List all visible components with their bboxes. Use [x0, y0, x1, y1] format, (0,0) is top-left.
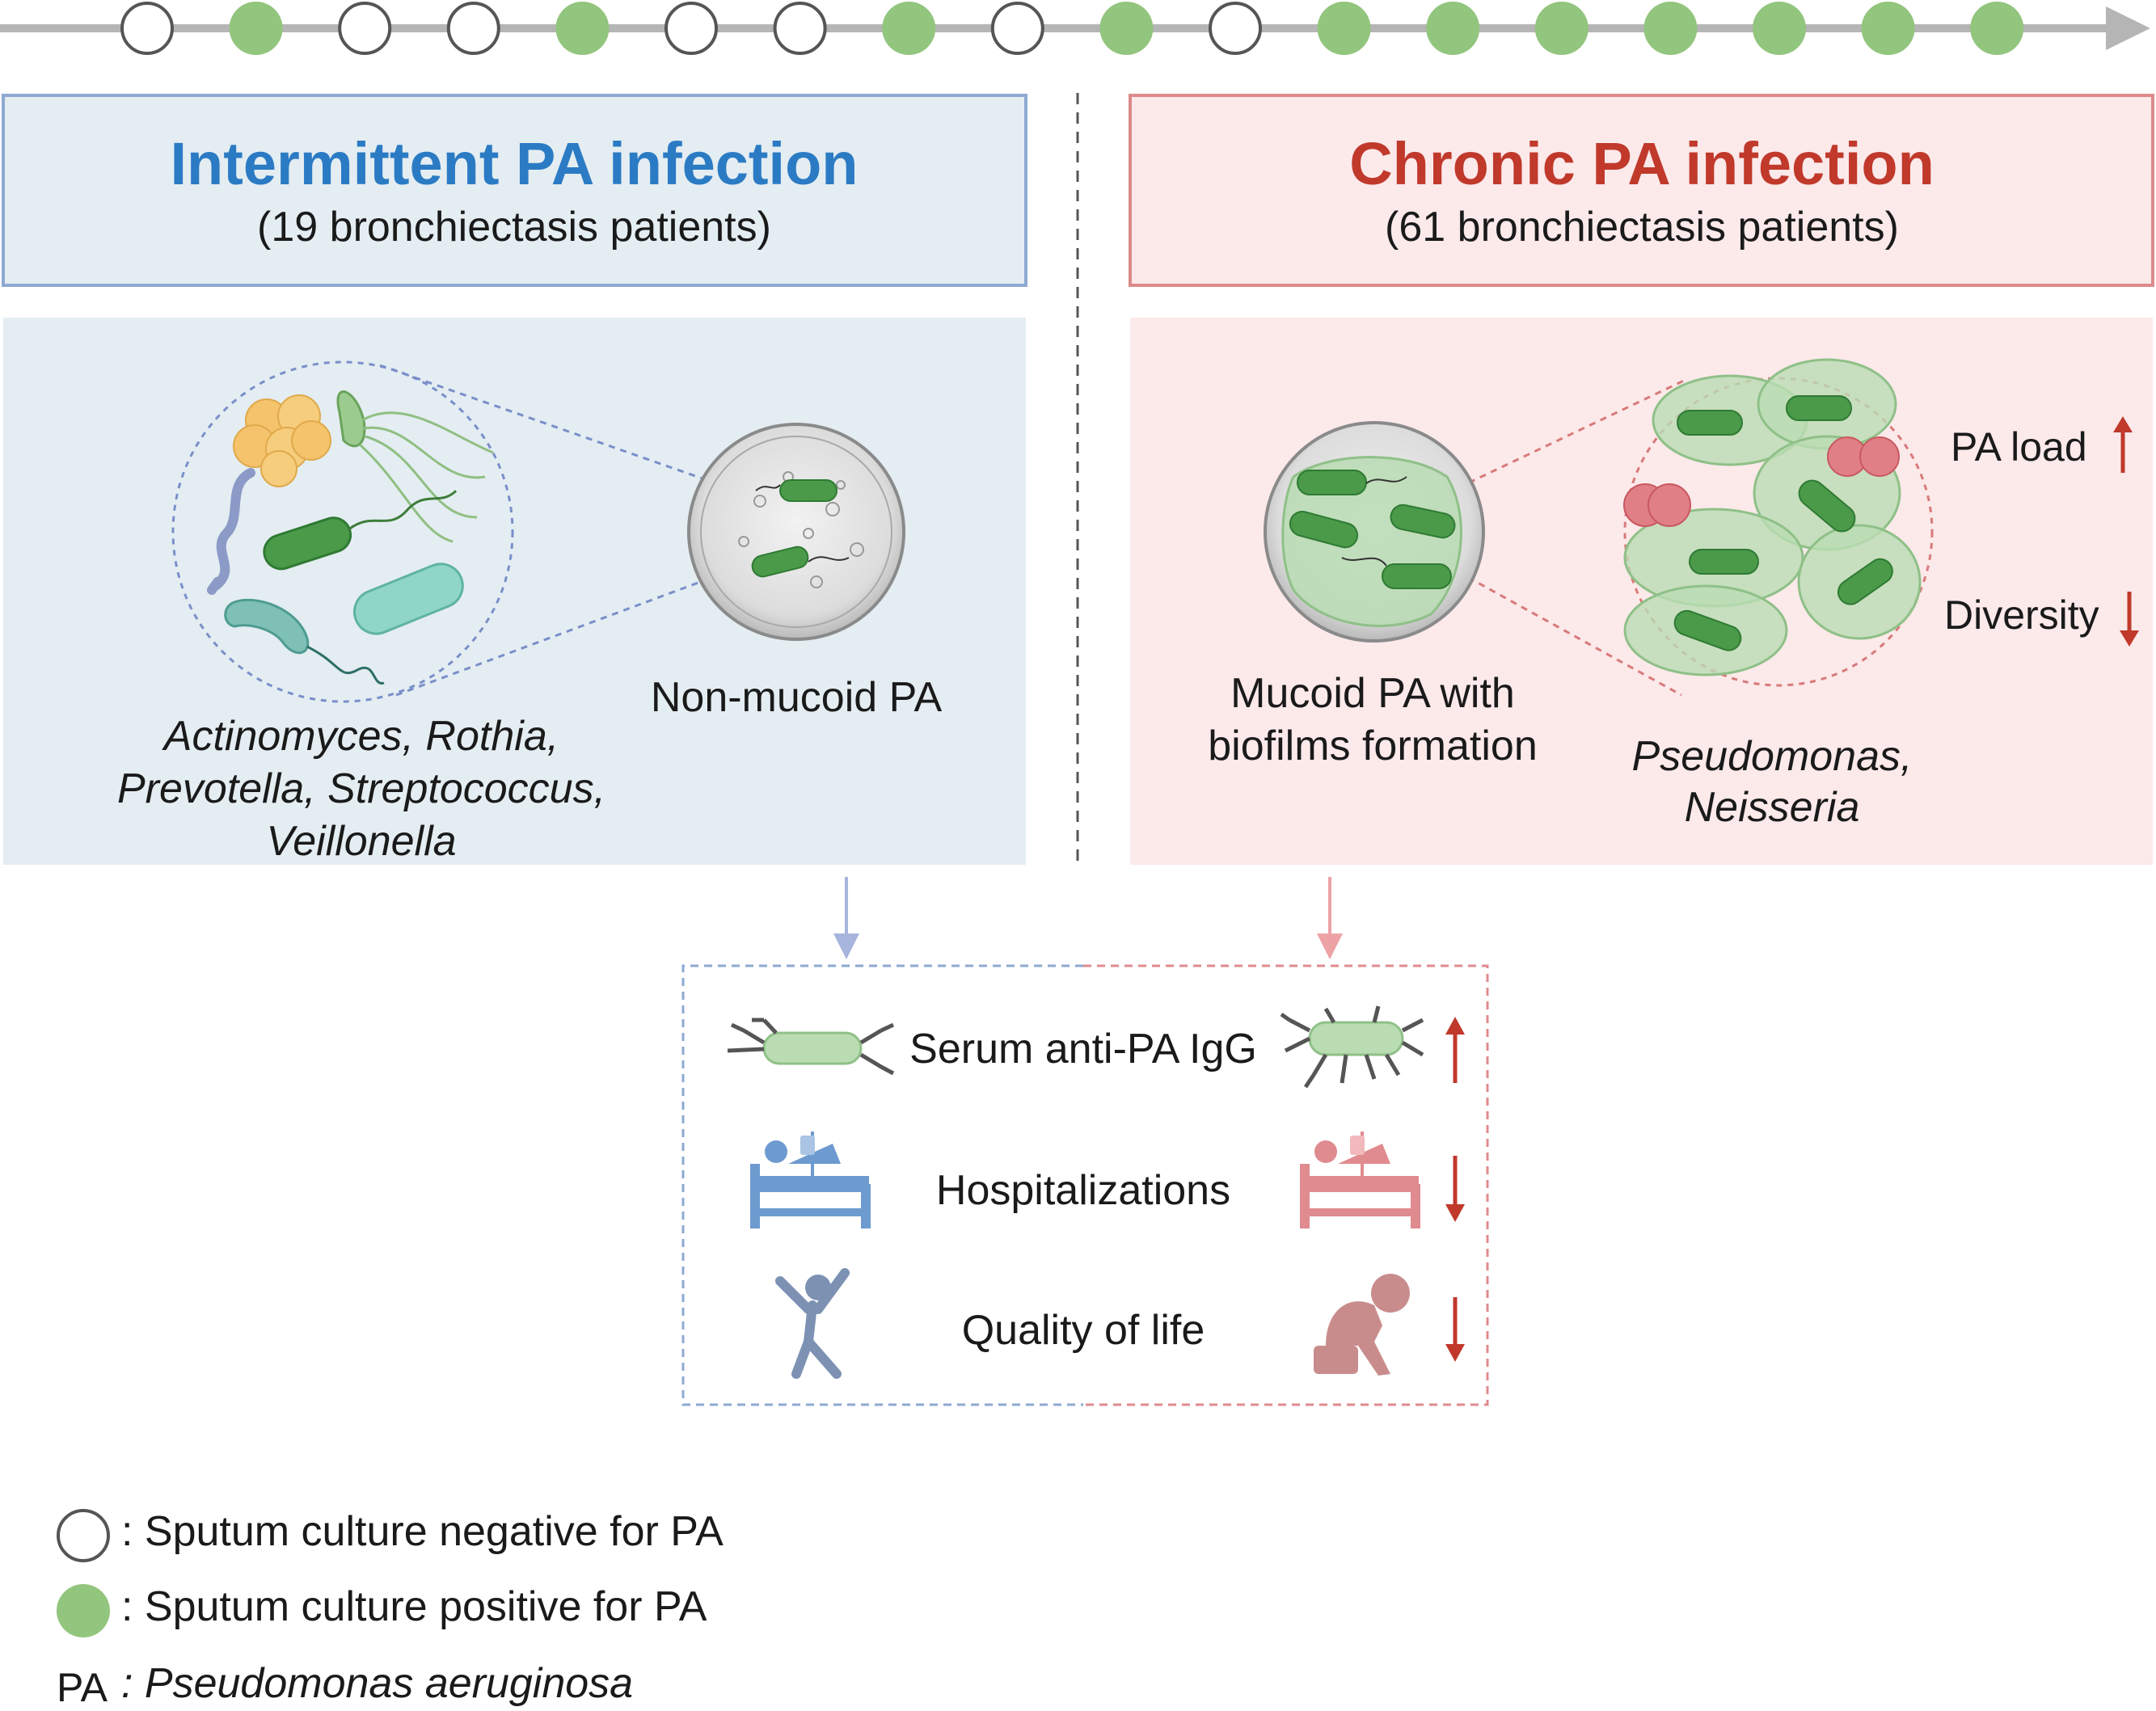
happy-person-icon: [775, 1268, 850, 1379]
intermittent-genera: Actinomyces, Rothia, Prevotella, Strepto…: [117, 713, 605, 865]
curved-rod-bacterium-icon: [336, 390, 494, 543]
antibody-bound-bacterium-blue-icon: [727, 1018, 895, 1076]
mucoid-label: Mucoid PA with biofilms formation: [1208, 670, 1537, 769]
timeline-dot-positive: [1317, 2, 1371, 55]
timeline-dot-positive: [1534, 2, 1589, 55]
diversity-down-arrow-icon: [2120, 592, 2139, 647]
timeline-dot-negative: [120, 2, 174, 55]
timeline-dot-negative: [773, 2, 827, 55]
outcome-label: Serum anti-PA IgG: [909, 1026, 1257, 1073]
chronic-panel: Mucoid PA with biofilms formation Pseudo…: [1130, 318, 2153, 865]
zoom-line: [379, 364, 745, 495]
hospitalizations-down-arrow-icon: [1445, 1156, 1465, 1222]
legend-positive: : Sputum culture positive for PA: [121, 1583, 707, 1630]
non-mucoid-label: Non-mucoid PA: [651, 674, 943, 721]
zoom-line: [395, 564, 745, 697]
timeline-dot-positive: [1099, 2, 1154, 55]
diversity-label: Diversity: [1944, 592, 2099, 638]
timeline-dot-positive: [882, 2, 936, 55]
timeline-dot-positive: [555, 2, 610, 55]
timeline-dot-negative: [665, 2, 718, 55]
quality-of-life-down-arrow-icon: [1445, 1297, 1465, 1362]
genera-line: Prevotella, Streptococcus,: [117, 765, 605, 812]
cocci-cluster-icon: [233, 394, 331, 487]
outcome-label: Hospitalizations: [936, 1167, 1230, 1214]
genera-line: Actinomyces, Rothia,: [162, 713, 559, 760]
hospital-bed-red-icon: [1300, 1132, 1420, 1228]
intermittent-title: Intermittent PA infection: [171, 130, 859, 197]
legend-negative: : Sputum culture negative for PA: [121, 1508, 724, 1555]
chronic-title: Chronic PA infection: [1349, 130, 1934, 197]
biofilm-circle: [1623, 377, 1934, 687]
timeline-dot-negative: [338, 2, 392, 55]
outcome-label: Quality of life: [962, 1307, 1205, 1354]
timeline-dot-positive: [1970, 2, 2024, 55]
timeline-dots: [120, 2, 2024, 55]
timeline-dot-positive: [229, 2, 283, 55]
legend-pa-definition: : Pseudomonas aeruginosa: [121, 1660, 633, 1707]
pa-load-label: PA load: [1951, 424, 2087, 470]
chronic-subtitle: (61 bronchiectasis patients): [1385, 204, 1899, 251]
vibrio-bacterium-icon: [224, 598, 385, 685]
intermittent-header-box: [2, 94, 1027, 287]
intermittent-panel: Non-mucoid PA Actinomyces, Rothia, Prevo…: [3, 318, 1026, 865]
legend-pa-abbr: PA: [57, 1665, 108, 1707]
mucoid-label-line: Mucoid PA with: [1230, 670, 1515, 717]
positive-dot-icon: [57, 1584, 110, 1637]
pa-load-up-arrow-icon: [2113, 416, 2133, 473]
genera-line: Veillonella: [266, 818, 456, 865]
timeline-dot-negative: [446, 2, 500, 55]
hospital-bed-blue-icon: [750, 1132, 871, 1228]
chronic-header-box: [1129, 94, 2154, 287]
chronic-genera: Pseudomonas, Neisseria: [1632, 733, 1913, 831]
outcomes-box: Serum anti-PA IgG Hospitalizations: [681, 964, 1489, 1406]
genera-line: Neisseria: [1685, 784, 1860, 831]
antibody-bound-bacterium-red-icon: [1280, 1005, 1424, 1089]
legend: : Sputum culture negative for PA : Sputu…: [57, 1508, 724, 1710]
spirochete-icon: [207, 468, 255, 595]
timeline-dot-negative: [990, 2, 1044, 55]
timeline-dot-positive: [1426, 2, 1480, 55]
timeline-dot-positive: [1753, 2, 1806, 55]
mucoid-label-line: biofilms formation: [1208, 723, 1537, 769]
timeline-dot-positive: [1861, 2, 1915, 55]
rod-bacterium-icon: [263, 490, 458, 571]
timeline-arrowhead: [2106, 6, 2150, 50]
blue-down-arrow-icon: [833, 877, 859, 959]
intermittent-header: Intermittent PA infection (19 bronchiect…: [2, 94, 1027, 287]
negative-dot-icon: [57, 1509, 110, 1562]
zoom-line: [1446, 378, 1686, 495]
igg-up-arrow-icon: [1445, 1017, 1465, 1083]
teal-rod-bacterium-icon: [353, 563, 464, 635]
diverse-microbiome-circle: [171, 360, 514, 703]
chronic-header: Chronic PA infection (61 bronchiectasis …: [1129, 94, 2154, 287]
timeline: [0, 2, 2150, 55]
genera-line: Pseudomonas,: [1632, 733, 1913, 780]
timeline-dot-negative: [1209, 2, 1262, 55]
timeline-dot-positive: [1643, 2, 1698, 55]
mucoid-plate-icon: [1264, 421, 1485, 643]
sad-person-icon: [1314, 1274, 1410, 1376]
red-down-arrow-icon: [1317, 877, 1343, 959]
zoom-line: [1446, 564, 1682, 697]
non-mucoid-plate-icon: [687, 423, 905, 641]
intermittent-subtitle: (19 bronchiectasis patients): [257, 204, 771, 251]
biofilm-cluster-icon: [1623, 358, 1922, 676]
